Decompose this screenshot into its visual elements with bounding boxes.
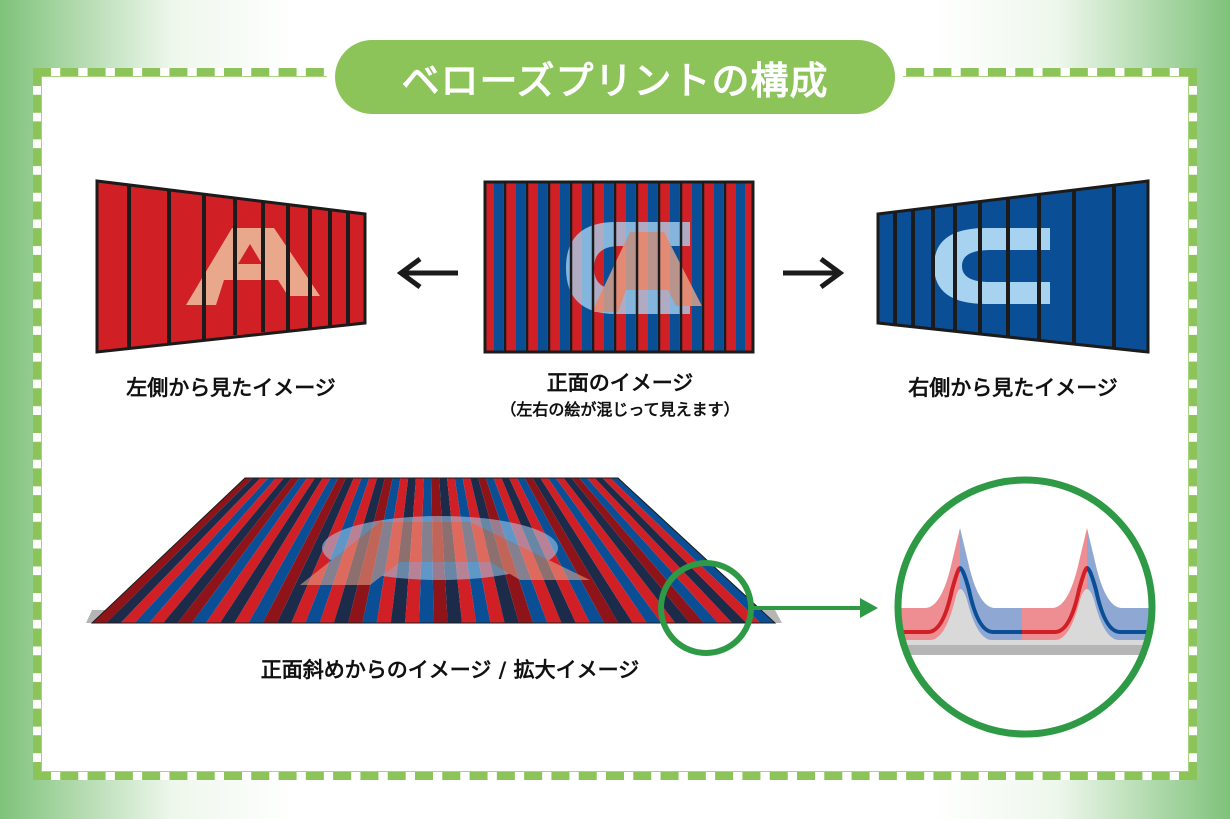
fold-face-red (571, 478, 704, 623)
fold-face-blue (248, 478, 339, 623)
fold-face-blue (579, 478, 719, 623)
left-view-panel (95, 179, 367, 354)
zoom-circle (658, 560, 754, 656)
front-view-panel (483, 180, 755, 354)
fold-face-red (262, 478, 347, 623)
oblique-stripes (92, 478, 775, 623)
fold-face-red (120, 478, 269, 623)
right-view-panel (876, 179, 1150, 354)
fold-face-blue (594, 478, 747, 623)
fold-face-blue (516, 478, 605, 623)
fold-face-blue (220, 478, 323, 623)
fold-face-blue (163, 478, 292, 623)
fold-face-blue (548, 478, 662, 623)
fold-face-red (540, 478, 647, 623)
zoom-arrow-icon (752, 598, 878, 618)
fold-face-blue (276, 478, 354, 623)
front-view-label: 正面のイメージ (546, 371, 694, 395)
oblique-picture (300, 516, 590, 585)
fold-face-red (555, 478, 676, 623)
fold-face-red (234, 478, 331, 623)
right-view-picture (893, 186, 1116, 349)
fold-face-blue (610, 478, 775, 623)
fold-face-red (602, 478, 761, 623)
magnified-detail (894, 476, 1156, 738)
page-title: ベローズプリントの構成 (335, 40, 895, 114)
fold-face-red (586, 478, 733, 623)
fold-face-red (148, 478, 284, 623)
front-view-note: （左右の絵が混じって見えます） (500, 400, 740, 419)
fold-face-blue (532, 478, 633, 623)
oblique-bellows-view (86, 477, 782, 624)
fold-face-blue (563, 478, 690, 623)
fold-face-blue (134, 478, 277, 623)
fold-face-blue (106, 478, 261, 623)
left-view-label: 左側から見たイメージ (126, 376, 336, 400)
right-arrow-icon (783, 256, 845, 290)
fold-face-red (205, 478, 315, 623)
fold-face-red (524, 478, 619, 623)
fold-face-red (92, 478, 253, 623)
fold-face-blue (191, 478, 308, 623)
left-view-picture (127, 186, 350, 349)
right-view-label: 右側から見たイメージ (908, 376, 1118, 400)
left-arrow-icon (396, 256, 458, 290)
fold-face-red (177, 478, 300, 623)
oblique-view-label: 正面斜めからのイメージ / 拡大イメージ (260, 658, 640, 682)
